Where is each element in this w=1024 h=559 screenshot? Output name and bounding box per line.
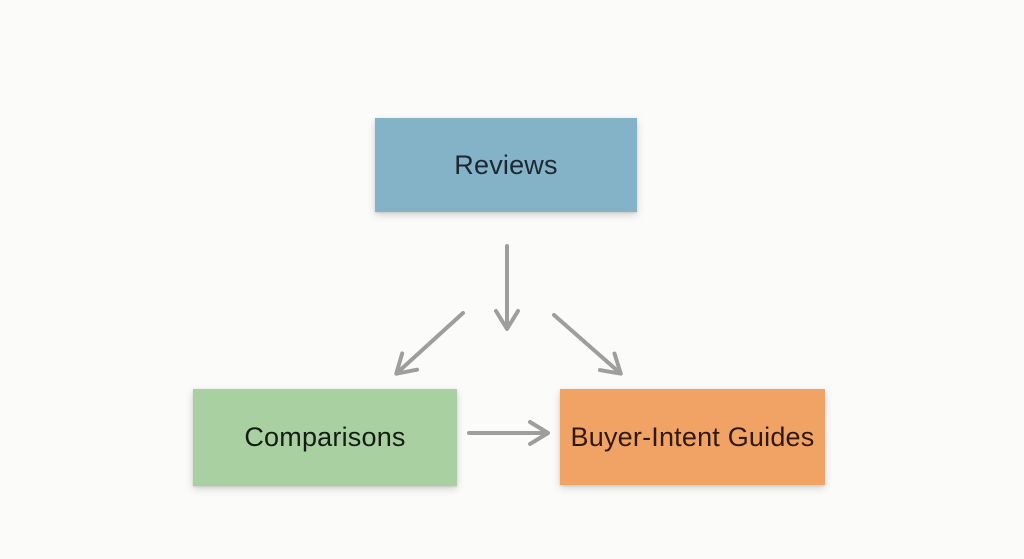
node-reviews: Reviews	[375, 118, 637, 212]
arrow-fanout-to-comparisons	[394, 311, 465, 376]
node-comparisons: Comparisons	[193, 389, 457, 486]
node-label: Comparisons	[244, 422, 406, 452]
arrow-fanout-to-buyer-intent	[552, 313, 623, 376]
node-buyer-intent-guides: Buyer-Intent Guides	[560, 389, 825, 485]
node-label: Buyer-Intent Guides	[570, 421, 815, 452]
node-label: Reviews	[454, 149, 558, 180]
